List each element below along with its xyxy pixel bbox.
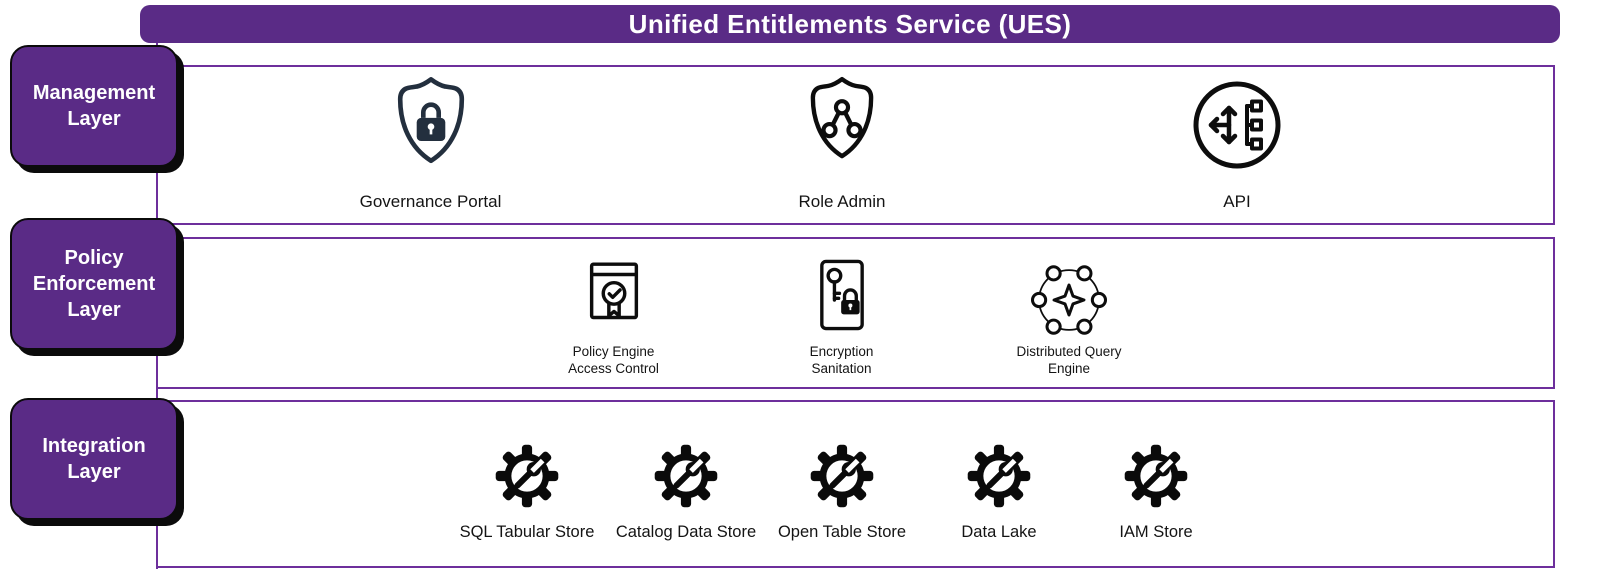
governance-portal-card: Governance Portal <box>342 67 519 220</box>
management-layer-label-text: Management Layer <box>32 82 156 130</box>
gear-wrench-icon <box>1122 442 1190 510</box>
shield-lock-icon <box>397 77 464 164</box>
distributed-query-engine-label: Distributed Query Engine <box>1016 344 1122 377</box>
data-lake-label: Data Lake <box>961 523 1037 541</box>
key-lock-icon <box>819 259 864 331</box>
gear-wrench-icon <box>652 442 720 510</box>
api-flow-icon <box>1193 81 1281 169</box>
api-label: API <box>1223 191 1251 211</box>
policy-engine-access-control-card: Policy Engine Access Control <box>556 245 671 386</box>
encryption-sanitation-card: Encryption Sanitation <box>796 245 887 386</box>
sql-tabular-store-label: SQL Tabular Store <box>459 523 595 541</box>
distributed-nodes-icon <box>1030 265 1108 335</box>
distributed-query-engine-card: Distributed Query Engine <box>1005 248 1133 386</box>
catalog-data-store-item: Catalog Data Store <box>601 442 771 542</box>
title-bar: Unified Entitlements Service (UES) <box>140 5 1560 43</box>
gear-wrench-icon <box>965 442 1033 510</box>
open-table-store-label: Open Table Store <box>777 523 907 541</box>
open-table-store-item: Open Table Store <box>757 442 927 542</box>
sql-tabular-store-item: SQL Tabular Store <box>442 442 612 542</box>
role-admin-label: Role Admin <box>798 191 886 211</box>
management-layer-label: Management Layer <box>10 45 178 167</box>
policy-engine-access-control-label: Policy Engine Access Control <box>568 344 659 377</box>
iam-store-label: IAM Store <box>1119 523 1193 541</box>
data-lake-item: Data Lake <box>914 442 1084 542</box>
encryption-sanitation-label: Encryption Sanitation <box>809 344 874 377</box>
iam-store-item: IAM Store <box>1071 442 1241 542</box>
api-card: API <box>1178 67 1296 220</box>
certificate-window-icon <box>589 262 638 320</box>
gear-wrench-icon <box>493 442 561 510</box>
catalog-data-store-label: Catalog Data Store <box>615 523 757 541</box>
shield-network-icon <box>810 76 874 159</box>
integration-layer-label: Integration Layer <box>10 398 178 520</box>
gear-wrench-icon <box>808 442 876 510</box>
governance-portal-label: Governance Portal <box>359 191 502 211</box>
diagram-title: Unified Entitlements Service (UES) <box>628 8 1072 39</box>
integration-stores-panel: SQL Tabular Store Catalog Data Store Ope… <box>410 428 1270 553</box>
policy-enforcement-layer-label-text: Policy Enforcement Layer <box>32 247 156 321</box>
role-admin-card: Role Admin <box>782 67 902 220</box>
integration-layer-label-text: Integration Layer <box>42 435 146 483</box>
policy-enforcement-layer-label: Policy Enforcement Layer <box>10 218 178 350</box>
